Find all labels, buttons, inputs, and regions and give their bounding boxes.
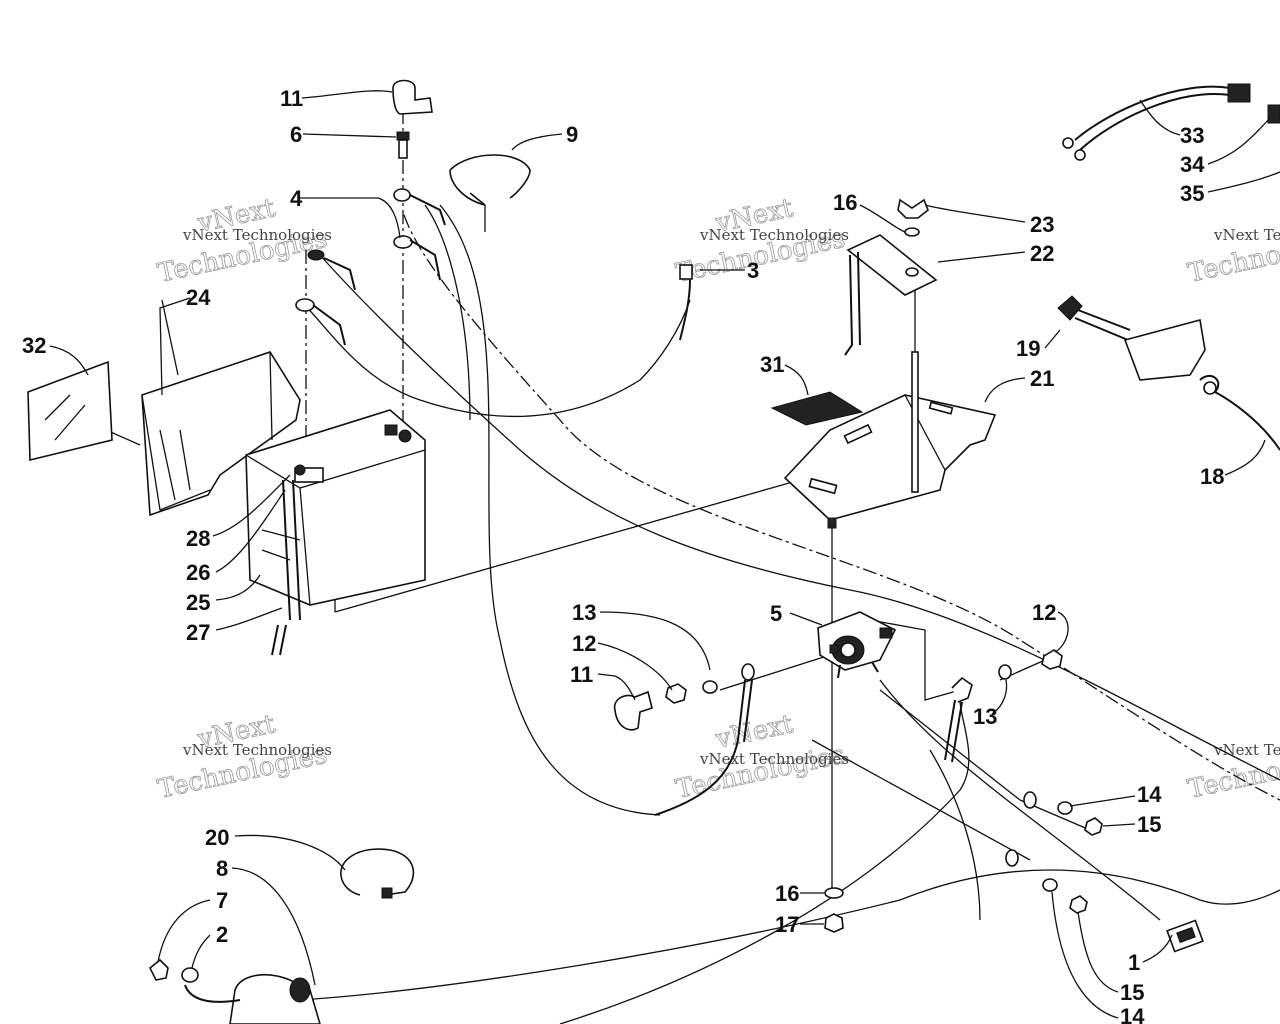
callout-16-bottom: 16 <box>775 881 799 906</box>
clamp-part-20 <box>340 848 415 899</box>
svg-text:vNext Technologies: vNext Technologies <box>182 741 332 759</box>
battery-part-25 <box>245 409 426 606</box>
callout-numbers: 11 6 9 4 3 24 32 28 26 25 27 16 23 22 31… <box>22 86 1224 1024</box>
callout-31: 31 <box>760 352 784 377</box>
watermark-top-left: vNext Technologies vNext Technologies <box>155 193 332 289</box>
svg-text:Techno: Techno <box>1185 240 1280 289</box>
svg-text:vNext Technologies: vNext Technologies <box>699 226 849 244</box>
callout-5: 5 <box>770 601 782 626</box>
svg-text:vNext: vNext <box>712 709 796 755</box>
callout-24: 24 <box>186 285 211 310</box>
callout-21: 21 <box>1030 366 1054 391</box>
callout-7: 7 <box>216 888 228 913</box>
callout-12-left: 12 <box>572 631 596 656</box>
callout-3: 3 <box>747 258 759 283</box>
wing-nut-part-23 <box>897 198 929 237</box>
bolt-part-6 <box>396 131 410 159</box>
callout-18: 18 <box>1200 464 1224 489</box>
cable-lug-part-4 <box>295 188 446 346</box>
support-rod-part-18 <box>1199 374 1280 451</box>
washer-part-13a <box>702 680 718 694</box>
callout-35: 35 <box>1180 181 1204 206</box>
solenoid-part-5 <box>817 611 897 679</box>
callout-33: 33 <box>1180 123 1204 148</box>
connector-part-1 <box>1166 919 1204 953</box>
callout-4: 4 <box>290 186 303 211</box>
callout-23: 23 <box>1030 212 1054 237</box>
callout-12-right: 12 <box>1032 600 1056 625</box>
svg-text:vNext Te: vNext Te <box>1213 741 1280 759</box>
callout-13-right: 13 <box>973 704 997 729</box>
starter-motor-part-8 <box>148 958 321 1024</box>
battery-box-part-24 <box>141 351 301 517</box>
callout-15-right: 15 <box>1137 812 1161 837</box>
watermark-bottom-left: vNext Technologies vNext Technologies <box>155 709 332 805</box>
callout-9: 9 <box>566 122 578 147</box>
callout-1: 1 <box>1128 950 1140 975</box>
watermark-top-right: Techno vNext Te <box>1185 226 1280 289</box>
callout-leaders <box>49 90 1280 1019</box>
harness-part-33 <box>1062 83 1280 161</box>
callout-20: 20 <box>205 825 229 850</box>
callout-14-bottom: 14 <box>1120 1004 1145 1024</box>
svg-text:vNext Technologies: vNext Technologies <box>699 750 849 768</box>
svg-text:vNext Technologies: vNext Technologies <box>182 226 332 244</box>
watermark-top-center: vNext Technologies vNext Technologies <box>673 193 849 289</box>
callout-26: 26 <box>186 560 210 585</box>
callout-25: 25 <box>186 590 210 615</box>
callout-22: 22 <box>1030 241 1054 266</box>
battery-cables <box>271 479 301 656</box>
callout-34: 34 <box>1180 152 1205 177</box>
bolt-part-19 <box>1057 295 1206 381</box>
callout-16-top: 16 <box>833 190 857 215</box>
cover-plate-part-32 <box>27 360 113 462</box>
callout-15-bottom: 15 <box>1120 980 1144 1005</box>
callout-28: 28 <box>186 526 210 551</box>
watermark-bottom-center: vNext Technologies vNext Technologies <box>673 709 849 805</box>
terminal-cap-part-11b <box>613 690 653 731</box>
strap-part-9 <box>449 154 531 206</box>
hold-down-bracket-part-22 <box>844 234 938 356</box>
callout-17: 17 <box>775 912 799 937</box>
cable-lug-right <box>944 649 1063 763</box>
callout-27: 27 <box>186 620 210 645</box>
washer-part-16b <box>824 887 844 899</box>
wire-end-part-3 <box>679 264 693 280</box>
callout-11-left: 11 <box>570 662 593 687</box>
cable-lug-left <box>654 663 755 816</box>
nut-part-17 <box>824 913 844 933</box>
nut-washer-part-14-15 <box>1005 791 1103 914</box>
callout-6: 6 <box>290 122 302 147</box>
callout-14-right: 14 <box>1137 782 1162 807</box>
battery-tray-part-21 <box>783 351 997 529</box>
terminal-cap-part-11 <box>392 79 433 115</box>
callout-19: 19 <box>1016 336 1040 361</box>
callout-8: 8 <box>216 856 228 881</box>
callout-13-left: 13 <box>572 600 596 625</box>
callout-11-top: 11 <box>280 86 303 111</box>
battery-pad-part-31 <box>770 391 864 426</box>
svg-text:Techno: Techno <box>1185 756 1280 805</box>
nut-part-12a <box>665 683 687 704</box>
callout-2: 2 <box>216 922 228 947</box>
svg-text:vNext Te: vNext Te <box>1213 226 1280 244</box>
callout-32: 32 <box>22 333 46 358</box>
